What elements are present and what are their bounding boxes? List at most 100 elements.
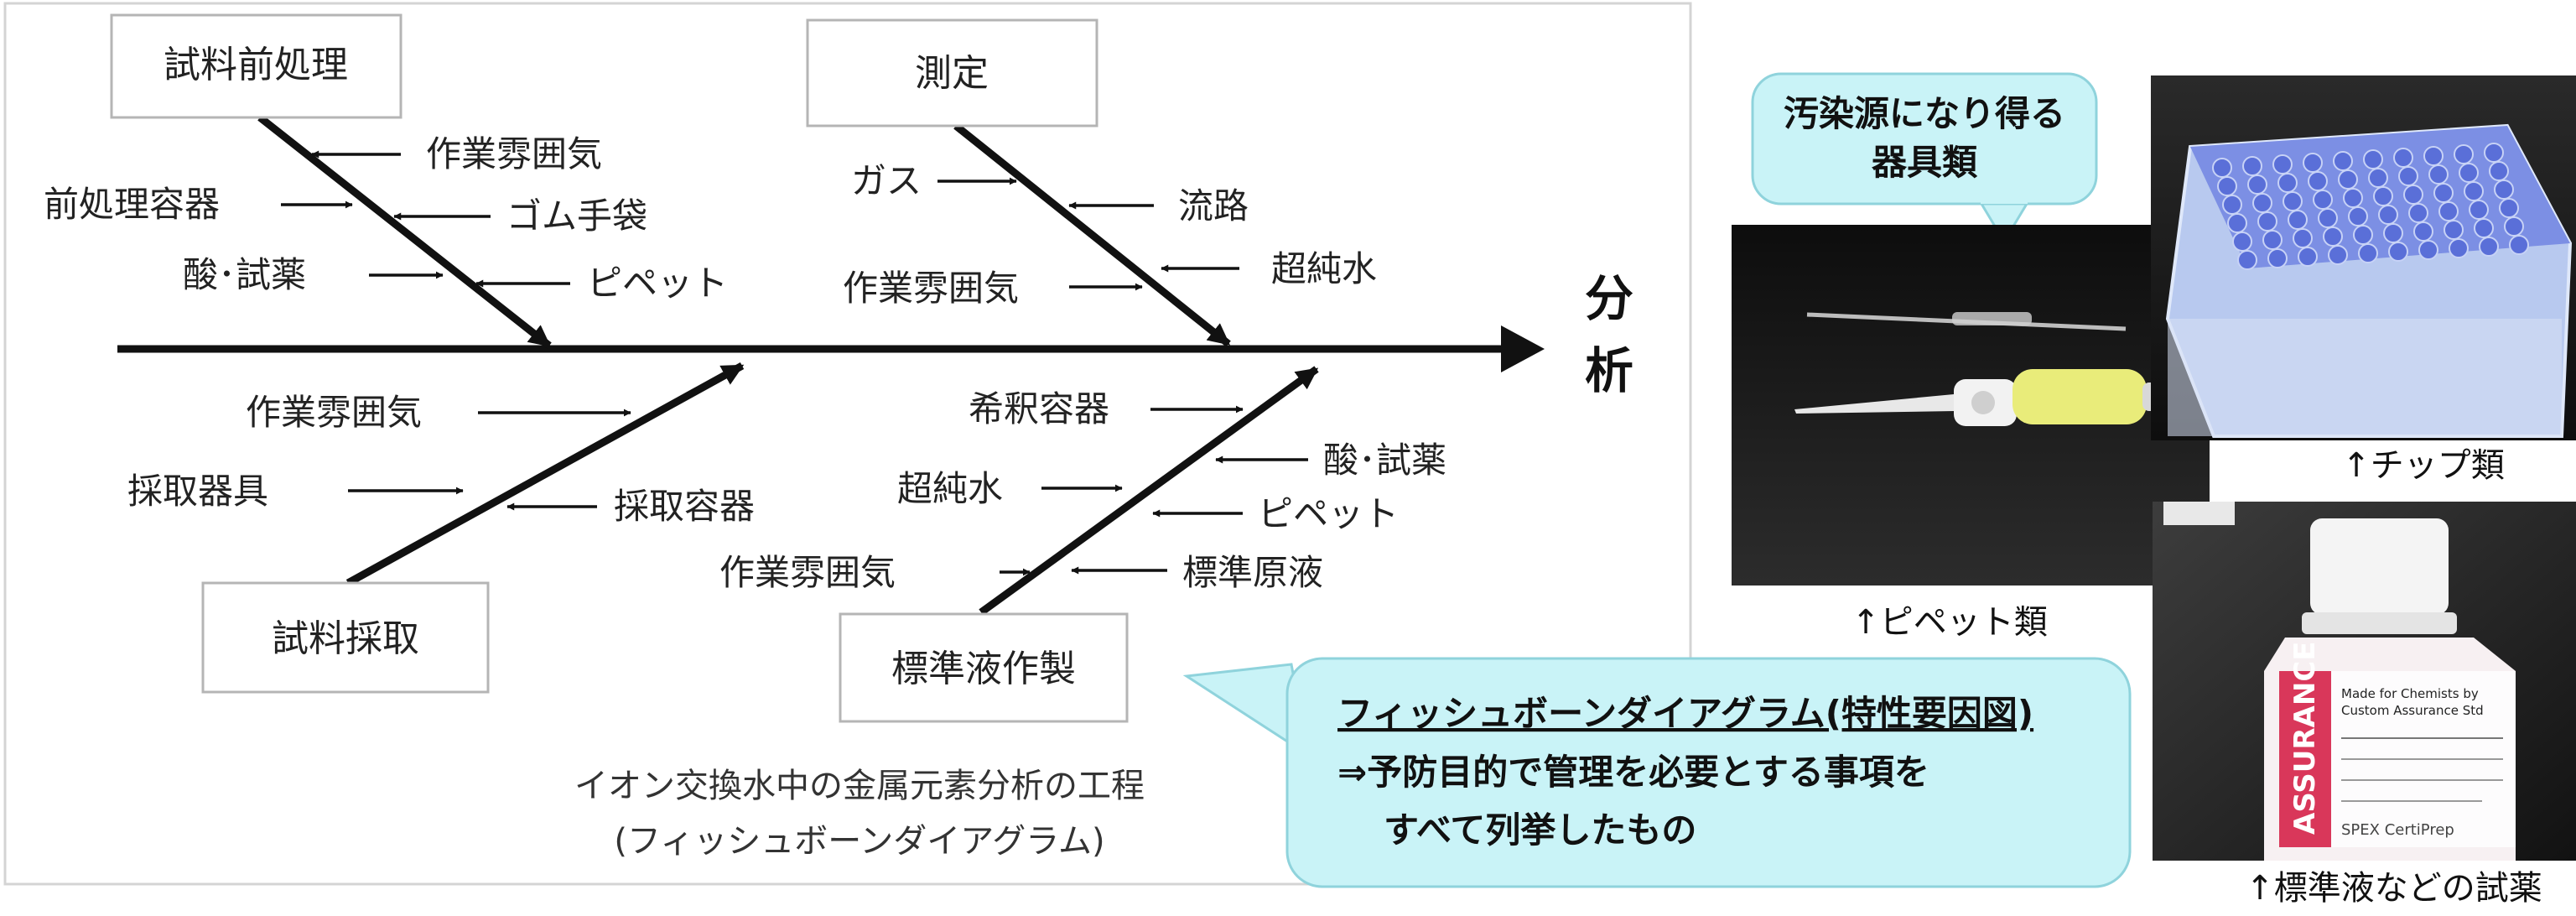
cause-std-stock: 標準原液 bbox=[1182, 552, 1323, 593]
cause-pre-atmosphere: 作業雰囲気 bbox=[426, 133, 602, 174]
pipette-tip bbox=[2237, 250, 2257, 270]
pipette-tip bbox=[2328, 245, 2348, 265]
fishbone-callout-title: フィッシュボーンダイアグラム(特性要因図) bbox=[1337, 693, 2033, 734]
diagram-caption-line1: イオン交換水中の金属元素分析の工程 bbox=[574, 767, 1145, 805]
cause-samp-atmosphere: 作業雰囲気 bbox=[246, 392, 422, 433]
cause-meas-atmosphere: 作業雰囲気 bbox=[843, 268, 1019, 309]
cause-meas-water: 超純水 bbox=[1271, 248, 1377, 289]
pipette-tip bbox=[2408, 203, 2428, 223]
diagram-caption-line2: (フィッシュボーンダイアグラム) bbox=[614, 822, 1104, 861]
bone-standard-prep bbox=[979, 366, 1319, 616]
bottle-maker: SPEX CertiPrep bbox=[2341, 821, 2454, 839]
pipette-tip bbox=[2217, 176, 2237, 196]
pipette-tip bbox=[2252, 193, 2272, 213]
pipette-tip bbox=[2358, 243, 2378, 263]
pipette-tip bbox=[2363, 149, 2383, 169]
cause-meas-gas: ガス bbox=[851, 160, 922, 201]
pipette-tip bbox=[2298, 247, 2318, 267]
pipette-tip bbox=[2418, 240, 2438, 260]
bone-sampling bbox=[345, 362, 745, 586]
pipette-tip bbox=[2393, 148, 2413, 168]
bottle-brand: ASSURANCE bbox=[2288, 642, 2322, 835]
pipette-tip bbox=[2444, 220, 2464, 240]
pipette-tip bbox=[2504, 216, 2524, 237]
pipette-tip bbox=[2449, 238, 2469, 258]
pipette-tip bbox=[2383, 223, 2403, 243]
cause-pre-pipette: ピペット bbox=[587, 263, 728, 304]
pipette-tip bbox=[2388, 242, 2408, 262]
tips-photo-caption: ↑チップ類 bbox=[2342, 446, 2505, 485]
pipette-tip bbox=[2227, 213, 2247, 233]
pipette-tip bbox=[2318, 208, 2338, 228]
pipette-tip bbox=[2242, 156, 2262, 176]
equipment-callout: 汚染源になり得る 器具類 bbox=[1751, 72, 2098, 244]
pipette-tip bbox=[2464, 181, 2484, 201]
pipette-tip bbox=[2459, 163, 2479, 183]
category-label-standard-prep: 標準液作製 bbox=[891, 648, 1076, 690]
pipette-tip bbox=[2353, 225, 2373, 245]
pipette-tip bbox=[2428, 164, 2449, 185]
pipette-tip bbox=[2212, 158, 2232, 178]
cause-pre-container: 前処理容器 bbox=[44, 184, 220, 225]
pipette-tip bbox=[2454, 144, 2474, 164]
pipette-tip bbox=[2378, 205, 2398, 225]
reagent-photo: ASSURANCE Made for Chemists by Custom As… bbox=[2153, 502, 2576, 861]
bottle-label-line1: Made for Chemists by bbox=[2341, 686, 2479, 701]
pipette-tip bbox=[2232, 232, 2252, 252]
cause-std-dilution: 希釈容器 bbox=[969, 388, 1109, 429]
pipette-tip bbox=[2413, 221, 2433, 242]
bottle-label-line2: Custom Assurance Std bbox=[2341, 703, 2484, 718]
pipette-tip bbox=[2323, 226, 2343, 247]
pipette-tip bbox=[2308, 171, 2328, 191]
pipette-tip bbox=[2313, 190, 2333, 210]
pipette-tip bbox=[2288, 210, 2308, 230]
bone-pretreatment bbox=[257, 114, 552, 349]
pipette-photo bbox=[1732, 225, 2210, 586]
pipette-tip bbox=[2222, 195, 2242, 215]
pipette-tip bbox=[2303, 153, 2323, 173]
cause-std-atmosphere: 作業雰囲気 bbox=[719, 552, 896, 593]
fishbone-callout: フィッシュボーンダイアグラム(特性要因図) ⇒予防目的で管理を必要とする事項を … bbox=[1182, 657, 2132, 888]
equipment-callout-line1: 汚染源になり得る bbox=[1784, 93, 2065, 134]
pipette-tip bbox=[2247, 174, 2267, 195]
tip-grid bbox=[2212, 143, 2529, 270]
pipette-tip bbox=[2293, 228, 2313, 248]
cause-samp-tool: 採取器具 bbox=[127, 471, 268, 512]
bone-measurement bbox=[953, 122, 1231, 347]
pipette-tip bbox=[2277, 173, 2298, 193]
pipette-tip bbox=[2283, 191, 2303, 211]
fishbone-callout-line1: ⇒予防目的で管理を必要とする事項を bbox=[1337, 752, 1929, 793]
pipette-tip bbox=[2489, 161, 2509, 181]
pipette-tip bbox=[2484, 143, 2504, 163]
pipette-tip bbox=[2267, 248, 2288, 268]
pipette-tip bbox=[2343, 188, 2363, 208]
pipette-tip bbox=[2272, 154, 2293, 174]
pipette-tip bbox=[2509, 235, 2529, 255]
pipette-tip bbox=[2338, 169, 2358, 190]
cause-std-pipette: ピペット bbox=[1258, 493, 1399, 534]
category-label-pretreatment: 試料前処理 bbox=[164, 44, 348, 86]
pipette-tip bbox=[2479, 237, 2499, 257]
cause-pre-acid: 酸･試薬 bbox=[183, 254, 306, 295]
category-label-measurement: 測定 bbox=[915, 52, 989, 95]
pipette-tip bbox=[2494, 180, 2514, 200]
cause-pre-gloves: ゴム手袋 bbox=[506, 195, 647, 237]
cause-std-acid: 酸･試薬 bbox=[1323, 440, 1446, 481]
pipette-tip bbox=[2373, 186, 2393, 206]
category-box-sampling: 試料採取 bbox=[201, 581, 490, 694]
goal-label-1: 分 bbox=[1585, 270, 1633, 327]
category-box-standard-prep: 標準液作製 bbox=[839, 612, 1129, 723]
pipette-tip bbox=[2262, 230, 2283, 250]
fishbone-callout-line2: すべて列挙したもの bbox=[1384, 809, 1696, 851]
pipette-photo-caption: ↑ピペット類 bbox=[1852, 603, 2048, 642]
cause-samp-container: 採取容器 bbox=[614, 486, 755, 527]
cause-labels: 作業雰囲気 前処理容器 ゴム手袋 酸･試薬 ピペット ガス 流路 超純水 作業雰… bbox=[44, 133, 1446, 593]
pipette-tip bbox=[2403, 185, 2423, 205]
cause-arrows bbox=[281, 150, 1308, 576]
pipette-tip bbox=[2474, 218, 2494, 238]
cause-meas-flow: 流路 bbox=[1178, 185, 1249, 226]
pipette-tip bbox=[2499, 198, 2519, 218]
pipette-tip bbox=[2398, 166, 2418, 186]
category-box-measurement: 測定 bbox=[806, 18, 1098, 128]
